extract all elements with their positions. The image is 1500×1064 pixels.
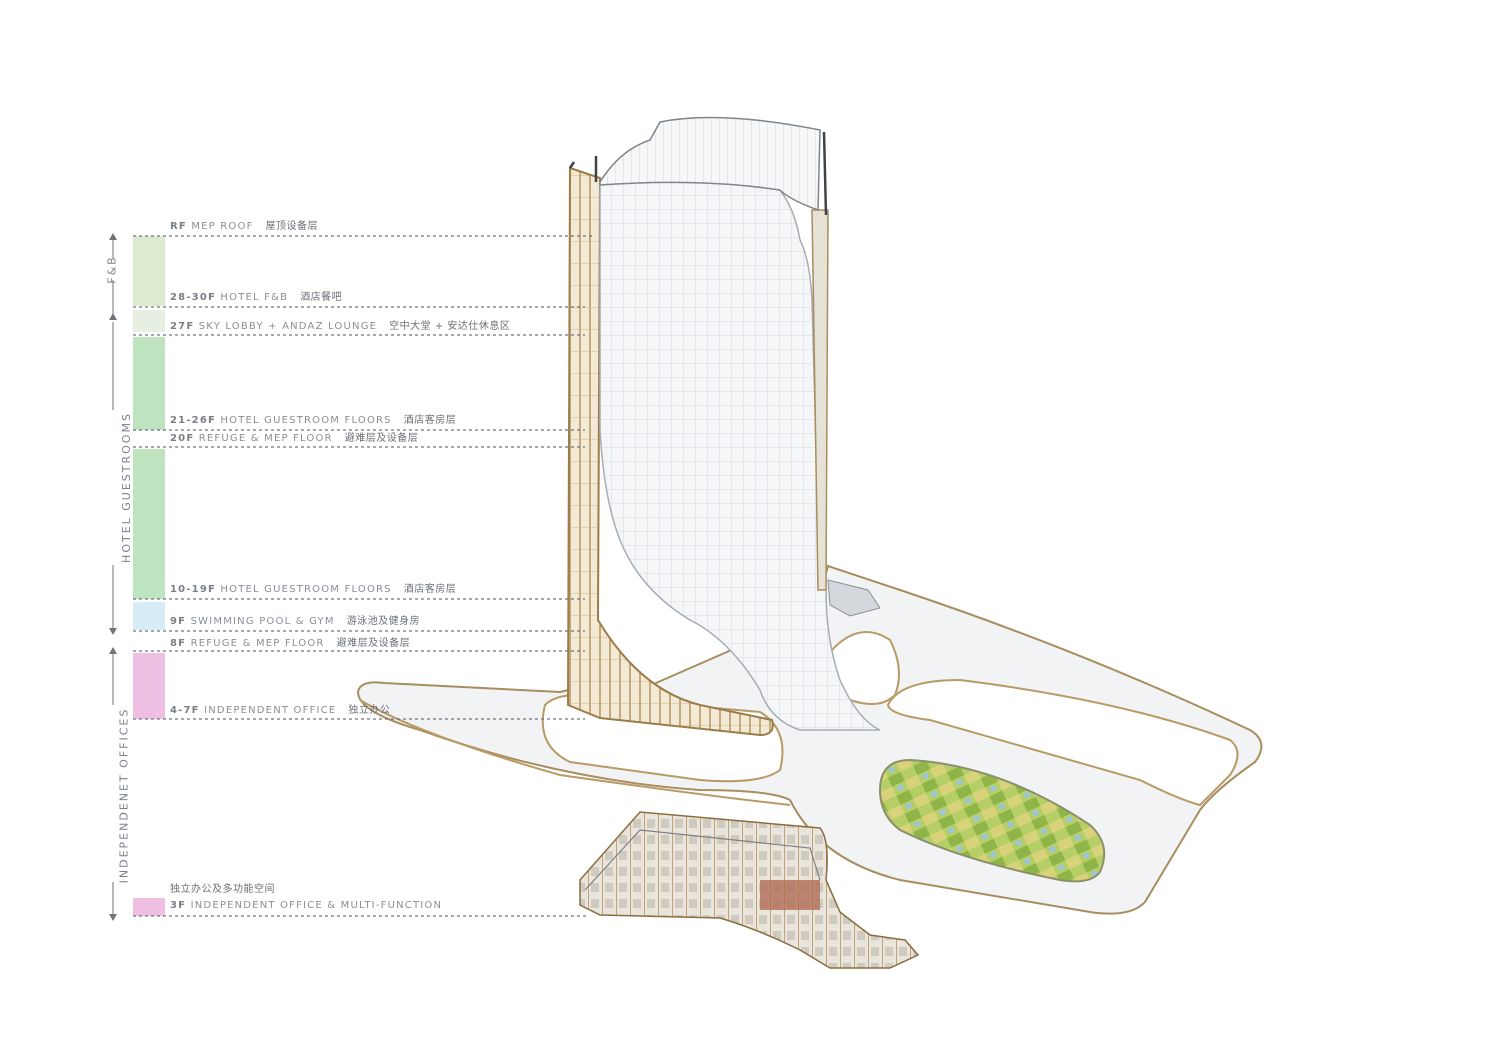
fb-band — [133, 236, 165, 306]
plaza-pavilion — [827, 579, 881, 617]
sky-lobby-band — [133, 310, 165, 332]
plaza-opening-right — [886, 678, 1239, 807]
office-3f-band — [133, 898, 165, 916]
tower-fin-side — [566, 166, 774, 737]
pool-band — [133, 602, 165, 630]
guestroom-lower-band — [133, 449, 165, 599]
floor-leader-lines — [133, 235, 592, 917]
podium-section — [579, 811, 920, 969]
guestroom-upper-band — [133, 337, 165, 430]
floor-label-3f-cn: 独立办公及多功能空间 — [170, 884, 275, 895]
tower-facade — [599, 180, 881, 731]
tower-crown — [599, 116, 821, 212]
group-arrows — [109, 233, 117, 921]
tower-right-edge — [811, 209, 829, 591]
floor-label-3f: 3F INDEPENDENT OFFICE & MULTI-FUNCTION — [170, 900, 443, 911]
office-band — [133, 653, 165, 719]
roof-garden — [878, 758, 1106, 883]
